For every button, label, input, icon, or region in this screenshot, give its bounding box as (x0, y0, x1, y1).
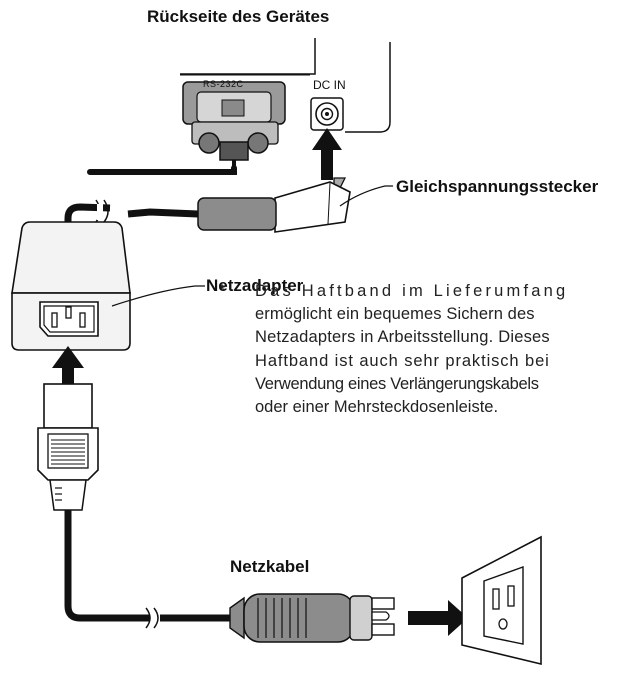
iec-plug-icon (37, 383, 99, 511)
adapter-label: Netzadapter (206, 276, 304, 295)
mains-plug-icon (229, 593, 395, 643)
note-line: Netzadapters in Arbeitsstellung. Dieses (255, 328, 550, 347)
dc-in-jack-icon (310, 97, 344, 131)
arrow-icon (312, 128, 342, 180)
rs232c-port-label: RS-232C (203, 79, 244, 89)
title-label: Rückseite des Gerätes (147, 7, 330, 26)
note-line: Das Haftband im Lieferumfang (255, 282, 569, 300)
note-line: ermöglicht ein bequemes Sichern des (255, 305, 535, 324)
arrow-icon (408, 600, 468, 636)
adapter-note: * Das Haftband im Lieferumfang ermöglich… (219, 280, 637, 419)
wall-outlet-icon (461, 535, 542, 666)
ac-adapter-icon (11, 221, 131, 351)
dc-plug-icon (274, 177, 351, 233)
note-marker: * (219, 282, 226, 300)
device-rear-panel (180, 38, 391, 133)
dc-cable (64, 197, 277, 231)
dc-in-port-label: DC IN (313, 78, 346, 92)
mains-cable (64, 510, 245, 629)
dc-connector-label: Gleichspannungsstecker (396, 177, 599, 196)
note-line: Verwendung eines Verlängerungskabels (255, 374, 539, 393)
note-line: Haftband ist auch sehr praktisch bei (255, 351, 550, 370)
cable-label: Netzkabel (230, 557, 310, 576)
rs232c-connector-icon (182, 81, 286, 170)
arrow-icon (52, 346, 84, 384)
note-line: oder einer Mehrsteckdosenleiste. (255, 398, 499, 417)
